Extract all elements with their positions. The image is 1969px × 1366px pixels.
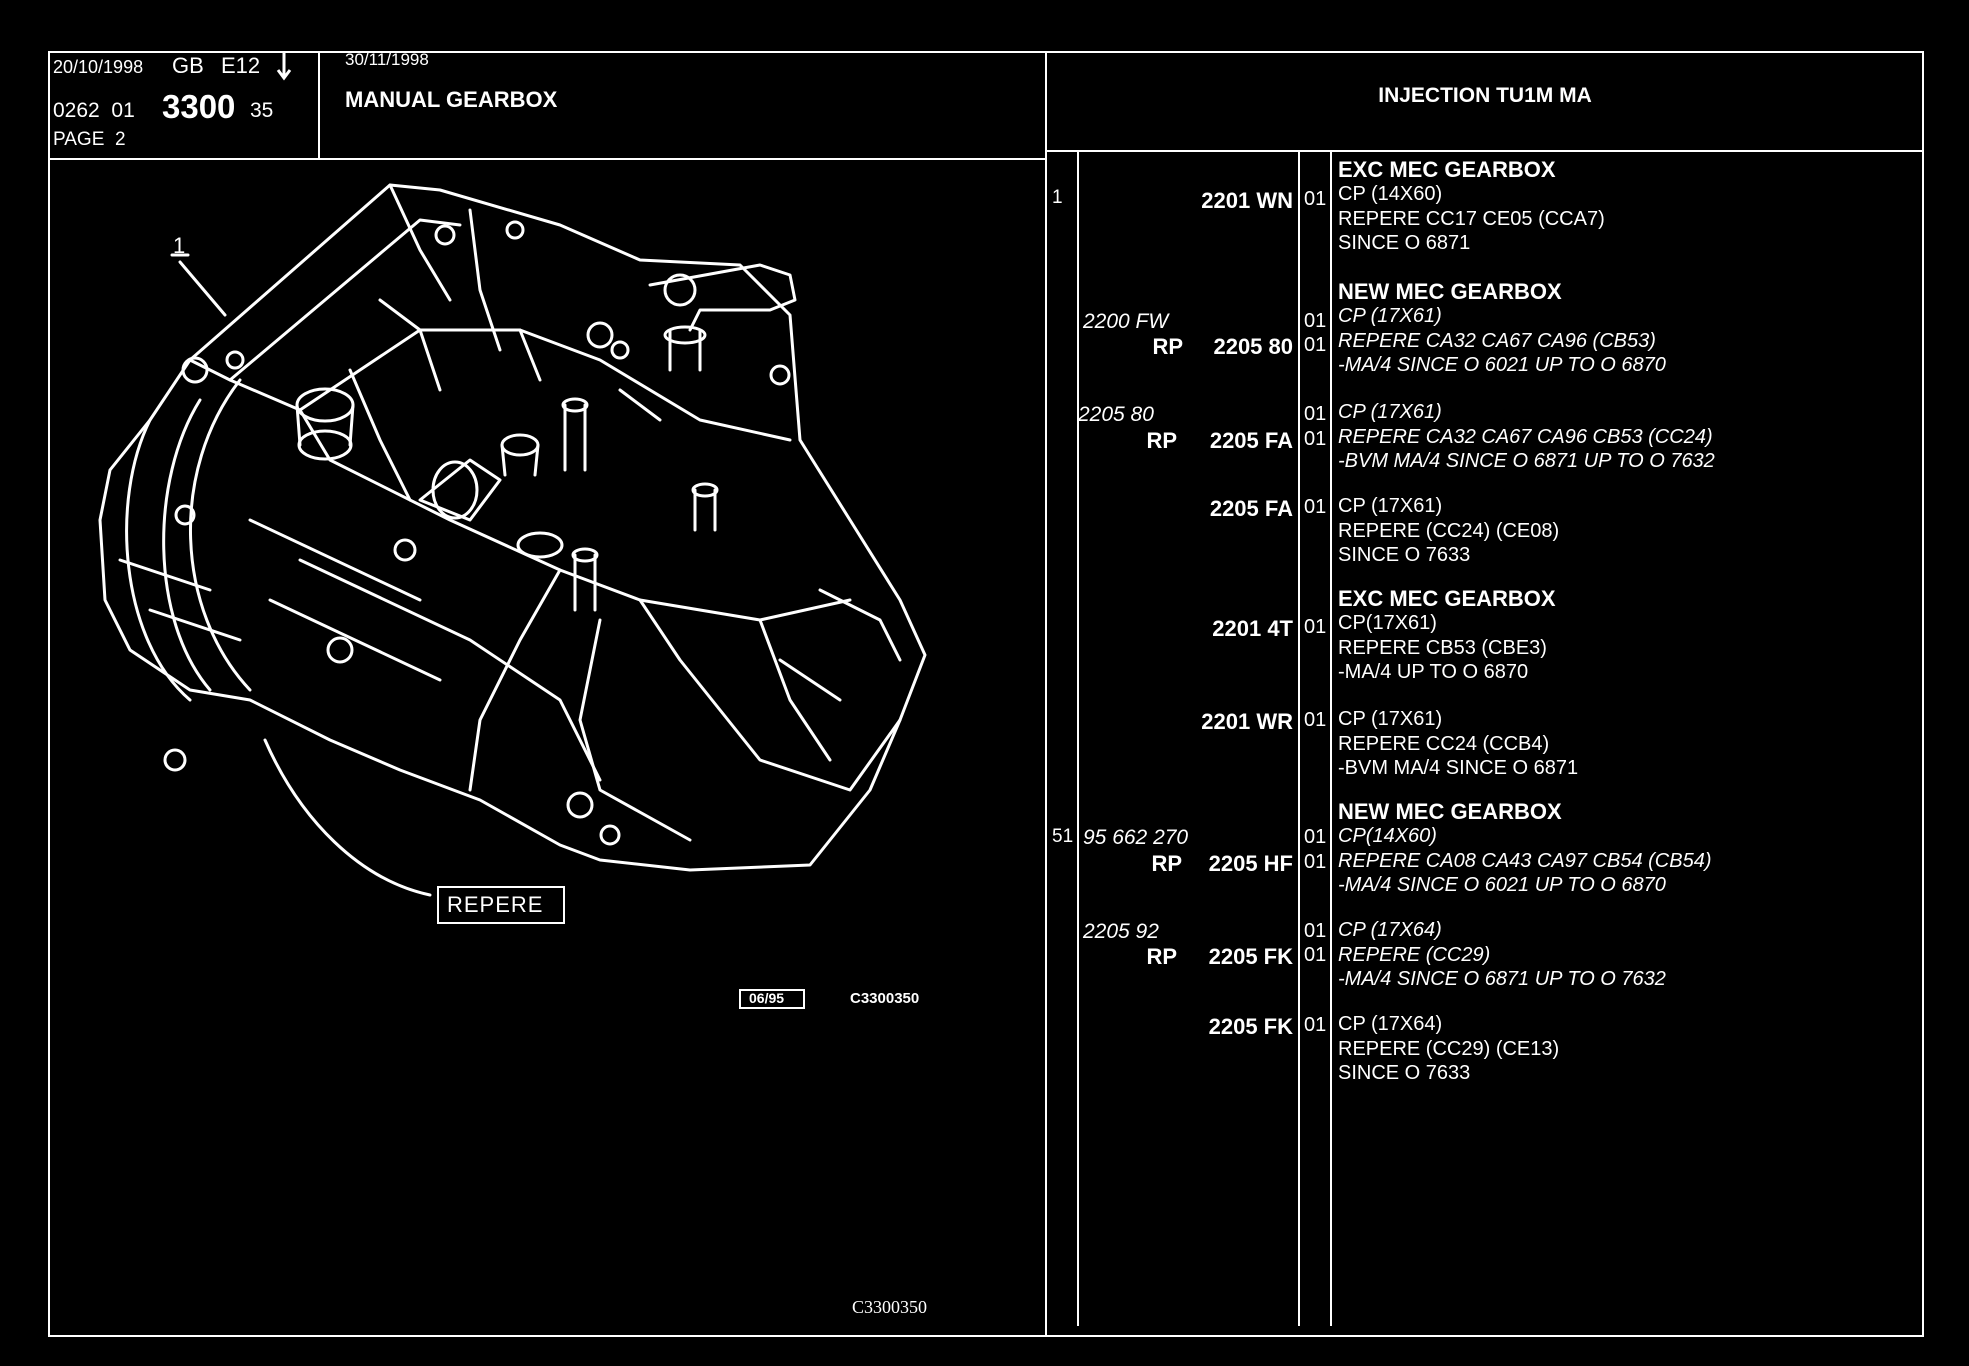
- row-ref: 2205 FK: [1208, 944, 1293, 969]
- row-ref-italic: 2200 FW: [1083, 310, 1169, 333]
- row-desc: NEW MEC GEARBOX CP (17X61) REPERE CA32 C…: [1338, 279, 1666, 377]
- row-desc: CP (17X61) REPERE (CC24) (CE08) SINCE O …: [1338, 495, 1560, 566]
- stamp-date-box: 06/95: [739, 989, 805, 1009]
- header-divider-left: [48, 158, 1047, 160]
- callout-number: 1: [173, 233, 186, 258]
- row-qty-top: 01: [1304, 826, 1327, 848]
- row-rp: RP: [1146, 428, 1177, 453]
- row-ref-italic: 95 662 270: [1083, 826, 1189, 849]
- row-rp: RP: [1146, 944, 1177, 969]
- main-split: [1045, 51, 1047, 1335]
- row-ref: 2201 WR: [1201, 709, 1293, 734]
- row-desc: CP (17X64) REPERE (CC29) -MA/4 SINCE O 6…: [1338, 919, 1666, 990]
- row-desc: CP (17X64) REPERE (CC29) (CE13) SINCE O …: [1338, 1013, 1560, 1084]
- row-ref: 2205 FK: [1208, 1014, 1293, 1039]
- row-ref-italic: 2205 80: [1078, 403, 1154, 426]
- col-qty-right-divider: [1330, 150, 1332, 1326]
- col-qty-left-divider: [1298, 150, 1300, 1326]
- header-num-prefix: 0262 01: [53, 99, 135, 122]
- row-qty-top: 01: [1304, 310, 1327, 332]
- row-ref: 2205 80: [1213, 334, 1293, 359]
- header-split: [318, 51, 320, 160]
- repere-callout-box: REPERE: [437, 886, 565, 924]
- col-idx-divider: [1077, 150, 1079, 1326]
- header-divider-right: [1045, 150, 1922, 152]
- row-qty-top: 01: [1304, 920, 1327, 942]
- section-title: INJECTION TU1M MA: [1378, 84, 1592, 107]
- row-desc: CP (17X61) REPERE CC24 (CCB4) -BVM MA/4 …: [1338, 708, 1579, 779]
- row-index: 51: [1052, 826, 1074, 847]
- row-desc: EXC MEC GEARBOX CP (14X60) REPERE CC17 C…: [1338, 157, 1605, 255]
- row-qty: 01: [1304, 334, 1327, 356]
- row-rp: RP: [1152, 334, 1183, 359]
- row-qty-top: 01: [1304, 403, 1327, 425]
- row-desc: EXC MEC GEARBOX CP(17X61) REPERE CB53 (C…: [1338, 586, 1556, 684]
- header-date: 20/10/1998: [53, 57, 144, 77]
- row-ref: 2205 FA: [1209, 428, 1293, 453]
- page-title: MANUAL GEARBOX: [345, 87, 558, 112]
- row-qty: 01: [1304, 709, 1327, 731]
- row-qty: 01: [1304, 496, 1327, 518]
- row-qty: 01: [1304, 188, 1327, 210]
- stamp-date: 06/95: [749, 990, 785, 1006]
- row-qty: 01: [1304, 1014, 1327, 1036]
- header-code: E12: [221, 53, 261, 78]
- row-ref-italic: 2205 92: [1083, 920, 1159, 943]
- stamp-code: C3300350: [850, 990, 920, 1007]
- repere-callout-label: REPERE: [447, 892, 544, 917]
- header-mid-date: 30/11/1998: [345, 50, 429, 69]
- row-qty: 01: [1304, 944, 1327, 966]
- row-ref: 2201 WN: [1201, 188, 1293, 213]
- row-rp: RP: [1151, 851, 1182, 876]
- row-ref: 2201 4T: [1212, 616, 1293, 641]
- header-page: PAGE 2: [53, 129, 126, 150]
- header-lang: GB: [172, 53, 204, 78]
- page-frame: [48, 51, 1924, 1337]
- row-qty: 01: [1304, 428, 1327, 450]
- row-index: 1: [1052, 187, 1063, 208]
- row-ref: 2205 FA: [1209, 496, 1293, 521]
- row-qty: 01: [1304, 851, 1327, 873]
- row-desc: NEW MEC GEARBOX CP(14X60) REPERE CA08 CA…: [1338, 799, 1712, 897]
- row-desc: CP (17X61) REPERE CA32 CA67 CA96 CB53 (C…: [1338, 401, 1715, 472]
- header-num-main: 3300: [162, 88, 236, 125]
- bottom-code: C3300350: [852, 1297, 928, 1317]
- row-ref: 2205 HF: [1208, 851, 1293, 876]
- row-qty: 01: [1304, 616, 1327, 638]
- header-num-suffix: 35: [250, 99, 274, 122]
